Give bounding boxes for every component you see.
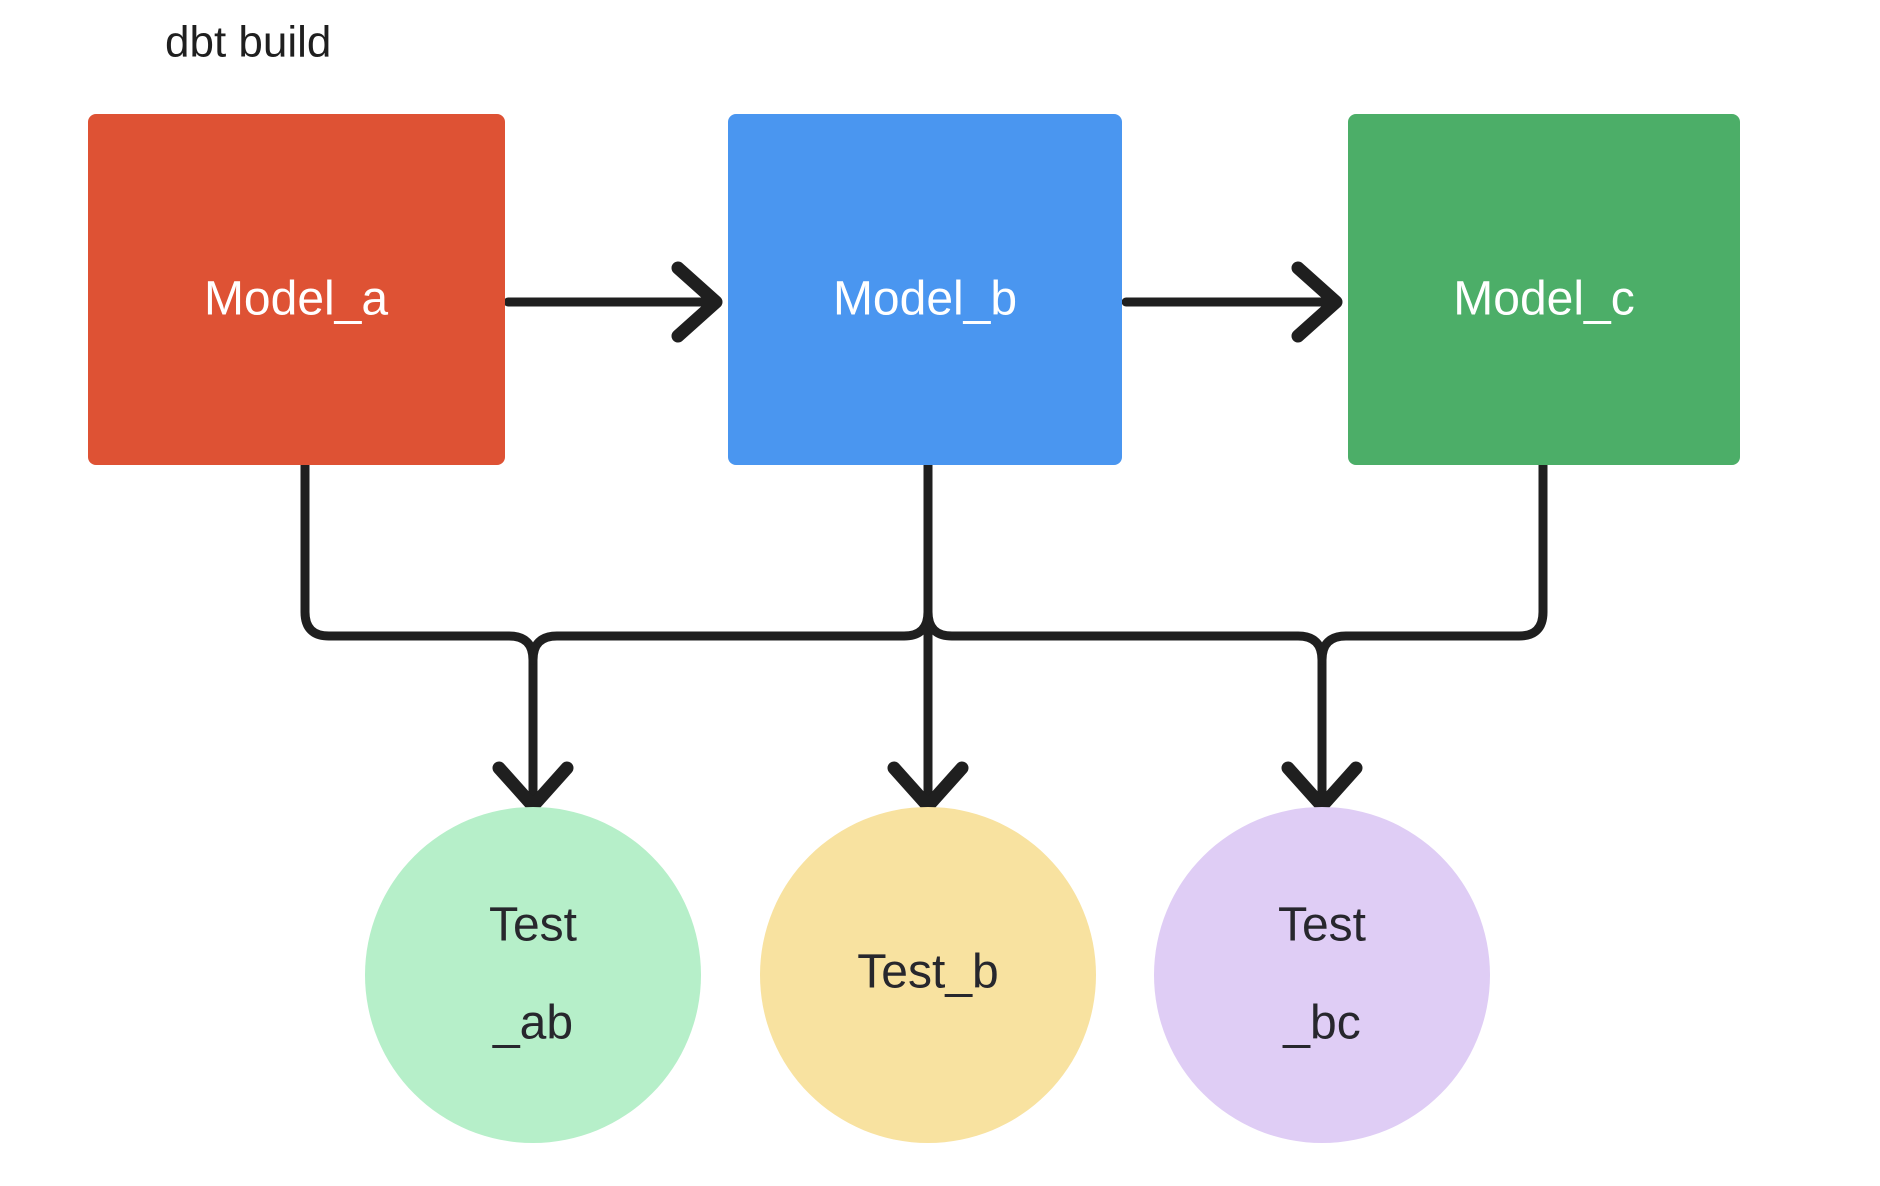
node-model-c[interactable]: Model_c	[1348, 114, 1740, 465]
node-test-b-shape[interactable]	[760, 807, 1096, 1143]
node-model-b-label: Model_b	[833, 273, 1017, 326]
edge-model-a-to-model-b	[503, 261, 723, 343]
arrowhead-icon	[887, 761, 969, 813]
edge-model-a-to-test-ab	[300, 460, 574, 813]
edge-model-c-to-test-bc	[1317, 460, 1548, 665]
node-model-a-shape[interactable]	[88, 114, 505, 465]
model-node-group: Model_a Model_b Model_c	[88, 114, 1740, 465]
node-test-ab[interactable]: Test _ab	[365, 807, 701, 1143]
node-test-bc-label-line2: _bc	[1282, 997, 1360, 1050]
edge-model-b-to-test-ab	[528, 460, 933, 665]
node-model-b[interactable]: Model_b	[728, 114, 1122, 465]
node-model-c-shape[interactable]	[1348, 114, 1740, 465]
node-model-c-label: Model_c	[1453, 273, 1634, 326]
arrowhead-icon	[1291, 261, 1343, 343]
node-model-a[interactable]: Model_a	[88, 114, 505, 465]
test-node-group: Test _ab Test_b Test _bc	[365, 807, 1490, 1143]
node-test-ab-shape[interactable]	[365, 807, 701, 1143]
node-model-b-shape[interactable]	[728, 114, 1122, 465]
edge-model-b-to-model-c	[1121, 261, 1343, 343]
node-test-bc[interactable]: Test _bc	[1154, 807, 1490, 1143]
node-test-b-label-line1: Test_b	[857, 946, 998, 999]
edge-model-b-to-test-bc	[923, 460, 1363, 813]
node-test-b[interactable]: Test_b	[760, 807, 1096, 1143]
page-title: dbt build	[165, 18, 331, 67]
edge-layer	[300, 261, 1548, 813]
node-test-bc-label-line1: Test	[1278, 899, 1366, 952]
arrowhead-icon	[671, 261, 723, 343]
arrowhead-icon	[492, 761, 574, 813]
node-test-ab-label-line1: Test	[489, 899, 577, 952]
arrowhead-icon	[1281, 761, 1363, 813]
node-test-bc-shape[interactable]	[1154, 807, 1490, 1143]
node-model-a-label: Model_a	[204, 273, 388, 326]
node-test-ab-label-line2: _ab	[492, 997, 573, 1050]
